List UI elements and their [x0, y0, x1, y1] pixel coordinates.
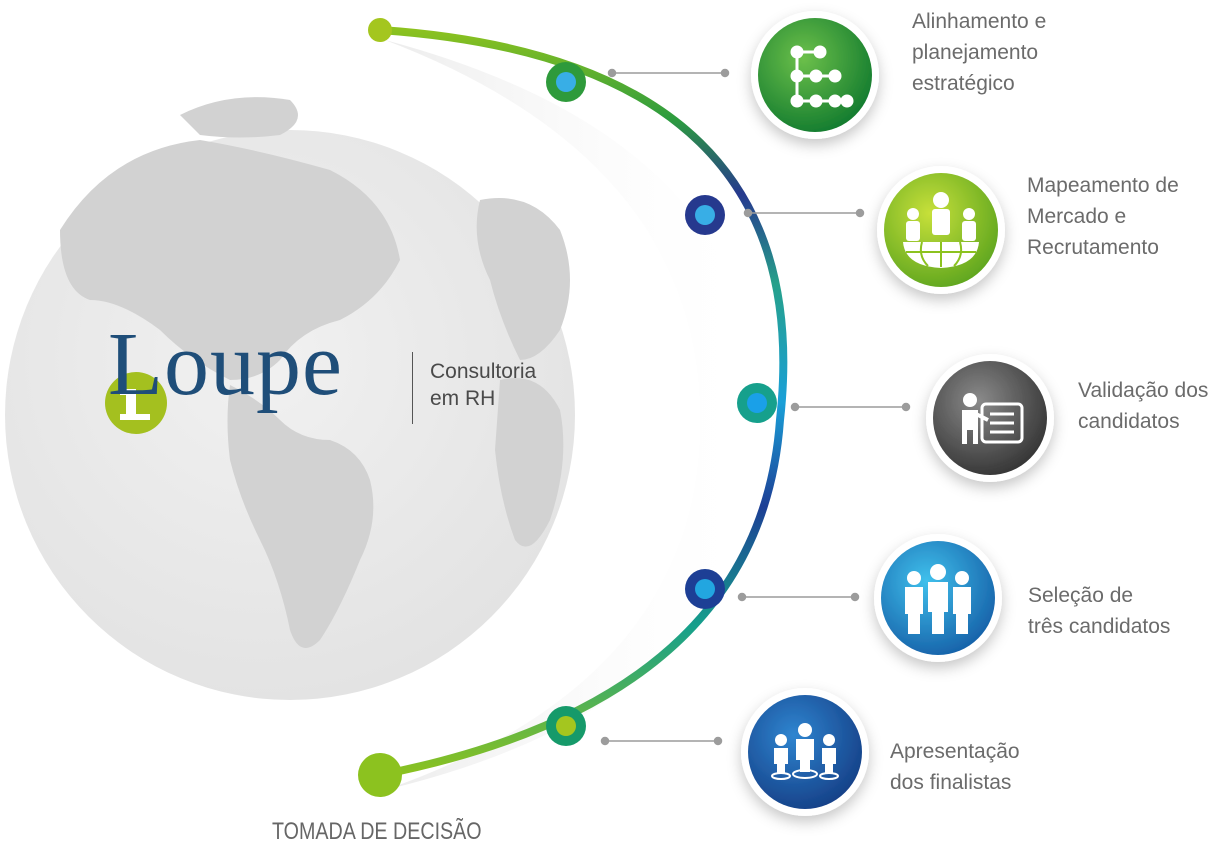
arc-node [737, 383, 777, 423]
arc-node [546, 706, 586, 746]
three-people-icon [905, 564, 971, 634]
arc-node [546, 62, 586, 102]
logo-tagline: Consultoria em RH [430, 358, 536, 412]
logo-wordmark: Loupe [108, 315, 343, 414]
process-arc [376, 26, 788, 779]
step-4-label: Seleção de três candidatos [1028, 584, 1171, 638]
process-tree-icon [790, 45, 854, 108]
step-2-label: Mapeamento de Mercado e Recrutamento [1027, 174, 1179, 259]
connector-line [600, 736, 723, 746]
step-5-label: Apresentação dos finalistas [890, 740, 1020, 794]
connector-line [743, 208, 865, 218]
step-3-label: Validação dos candidatos [1078, 379, 1209, 433]
arc-node [685, 195, 725, 235]
logo-divider [412, 352, 413, 424]
people-podium-icon [771, 723, 839, 780]
tagline-line-2: em RH [430, 387, 496, 410]
step-3-icon-circle [926, 354, 1054, 482]
connector-line [737, 592, 860, 602]
final-step-label: TOMADA DE DECISÃO [272, 818, 482, 845]
arc-end-dot [358, 753, 402, 797]
arc-shadow [385, 40, 760, 790]
step-1-label: Alinhamento e planejamento estratégico [912, 10, 1047, 95]
logo-mark [105, 372, 167, 434]
arc-node [685, 569, 725, 609]
connector-line [607, 68, 730, 78]
arc-start-dot [368, 18, 392, 42]
globe-grid [906, 241, 976, 267]
tagline-line-1: Consultoria [430, 360, 537, 383]
world-globe [5, 97, 575, 700]
presenter-board-icon [962, 393, 1024, 444]
connector-line [790, 402, 911, 412]
